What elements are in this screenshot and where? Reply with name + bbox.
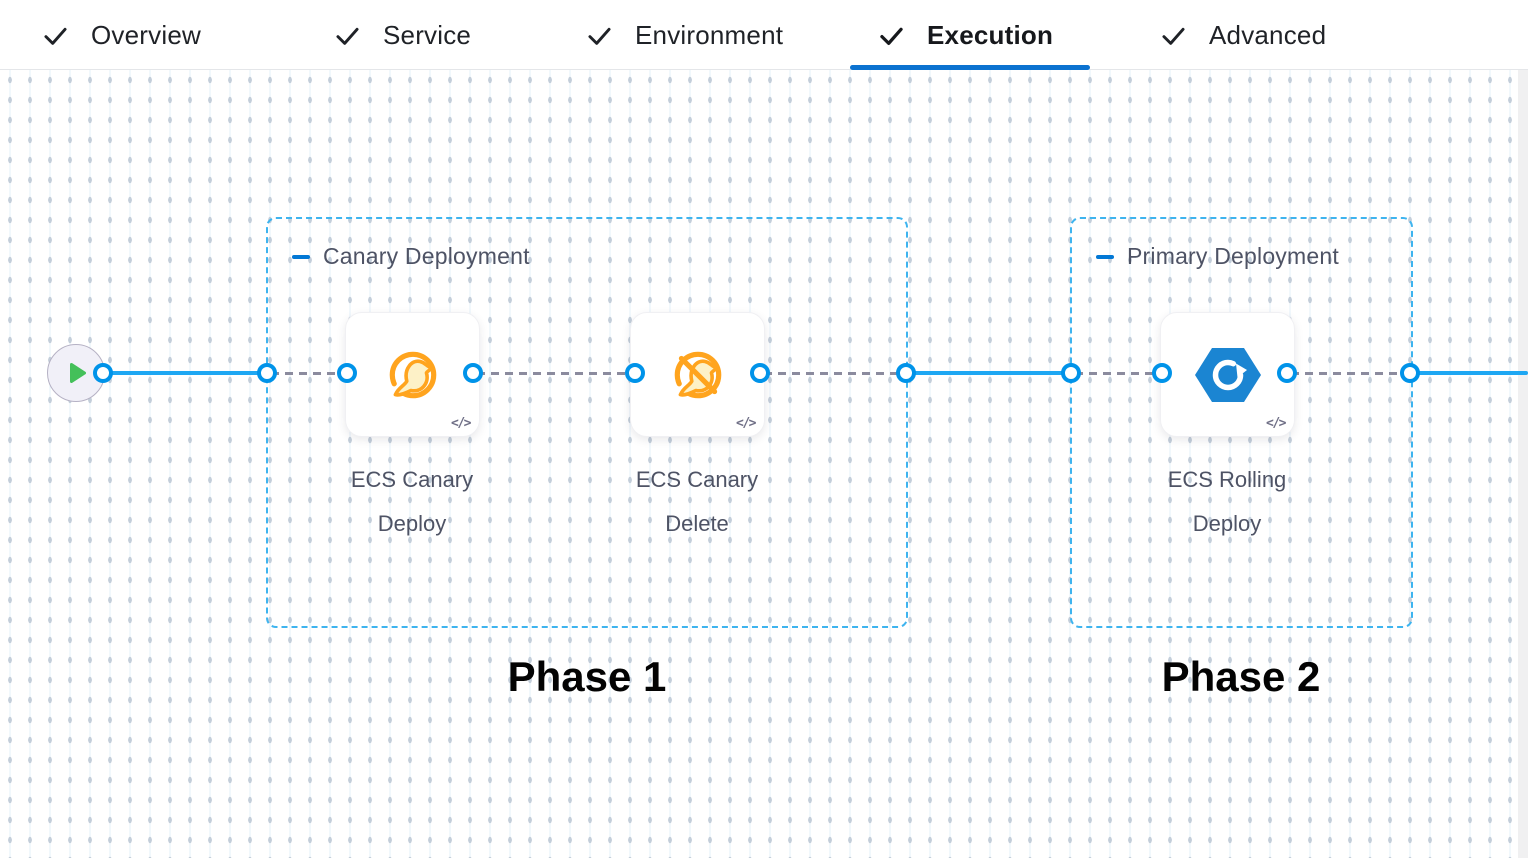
connector-line-dashed	[764, 372, 902, 375]
play-icon	[70, 363, 86, 383]
tab-overview[interactable]: Overview	[42, 0, 201, 70]
check-icon	[336, 27, 359, 45]
connector-port[interactable]	[1400, 363, 1420, 383]
connector-port[interactable]	[463, 363, 483, 383]
collapse-minus-icon[interactable]	[292, 254, 310, 259]
code-icon[interactable]: </>	[1266, 416, 1286, 431]
step-label: ECS Canary Delete	[635, 467, 759, 536]
stage-group-canary-deployment[interactable]: Canary Deployment	[266, 217, 908, 628]
step-label: ECS Canary Deploy	[350, 467, 474, 536]
tab-label: Service	[383, 19, 472, 50]
ecs-hexagon-refresh-icon	[1194, 347, 1261, 402]
tab-advanced[interactable]: Advanced	[1160, 0, 1326, 70]
phase-label: Phase 2	[1161, 653, 1321, 700]
tab-label: Advanced	[1209, 19, 1327, 50]
group-header: Canary Deployment	[292, 243, 530, 270]
code-icon[interactable]: </>	[736, 416, 756, 431]
connector-port[interactable]	[625, 363, 645, 383]
active-tab-indicator	[850, 65, 1090, 70]
connector-port[interactable]	[750, 363, 770, 383]
stage-config-tabbar: Overview Service Environment Execution A…	[0, 0, 1528, 70]
collapse-minus-icon[interactable]	[1096, 254, 1114, 259]
stage-group-primary-deployment[interactable]: Primary Deployment	[1070, 217, 1413, 628]
tab-label: Overview	[91, 19, 201, 50]
tab-label: Environment	[635, 19, 784, 50]
check-icon	[1162, 27, 1185, 45]
tab-execution[interactable]: Execution	[878, 0, 1053, 70]
connector-port[interactable]	[93, 363, 113, 383]
step-card-ecs-canary-delete[interactable]: </>	[630, 312, 765, 437]
connector-line-dashed	[1075, 372, 1158, 375]
connector-port[interactable]	[896, 363, 916, 383]
canary-bird-slash-icon	[674, 351, 721, 398]
step-label: ECS Rolling Deploy	[1167, 467, 1287, 536]
connector-line-solid	[103, 371, 267, 375]
tab-environment[interactable]: Environment	[586, 0, 783, 70]
check-icon	[44, 27, 67, 45]
canary-bird-icon	[389, 351, 436, 398]
connector-port[interactable]	[1061, 363, 1081, 383]
tab-label: Execution	[927, 19, 1054, 50]
code-icon[interactable]: </>	[451, 416, 471, 431]
connector-line-dashed	[477, 372, 631, 375]
connector-line-solid	[1410, 371, 1528, 375]
step-card-ecs-canary-deploy[interactable]: </>	[345, 312, 480, 437]
step-card-ecs-rolling-deploy[interactable]: </>	[1160, 312, 1295, 437]
connector-port[interactable]	[1152, 363, 1172, 383]
group-header: Primary Deployment	[1096, 243, 1339, 270]
connector-port[interactable]	[257, 363, 277, 383]
tab-service[interactable]: Service	[334, 0, 471, 70]
connector-port[interactable]	[337, 363, 357, 383]
scrollbar-track[interactable]	[1518, 70, 1528, 858]
check-icon	[588, 27, 611, 45]
connector-line-solid	[906, 371, 1071, 375]
connector-line-dashed	[271, 372, 343, 375]
connector-line-dashed	[1291, 372, 1406, 375]
connector-port[interactable]	[1277, 363, 1297, 383]
group-title: Canary Deployment	[323, 243, 530, 269]
pipeline-canvas[interactable]: Canary Deployment Primary Deployment </>	[0, 70, 1528, 858]
group-title: Primary Deployment	[1127, 243, 1339, 269]
phase-label: Phase 1	[507, 653, 667, 700]
check-icon	[880, 27, 903, 45]
